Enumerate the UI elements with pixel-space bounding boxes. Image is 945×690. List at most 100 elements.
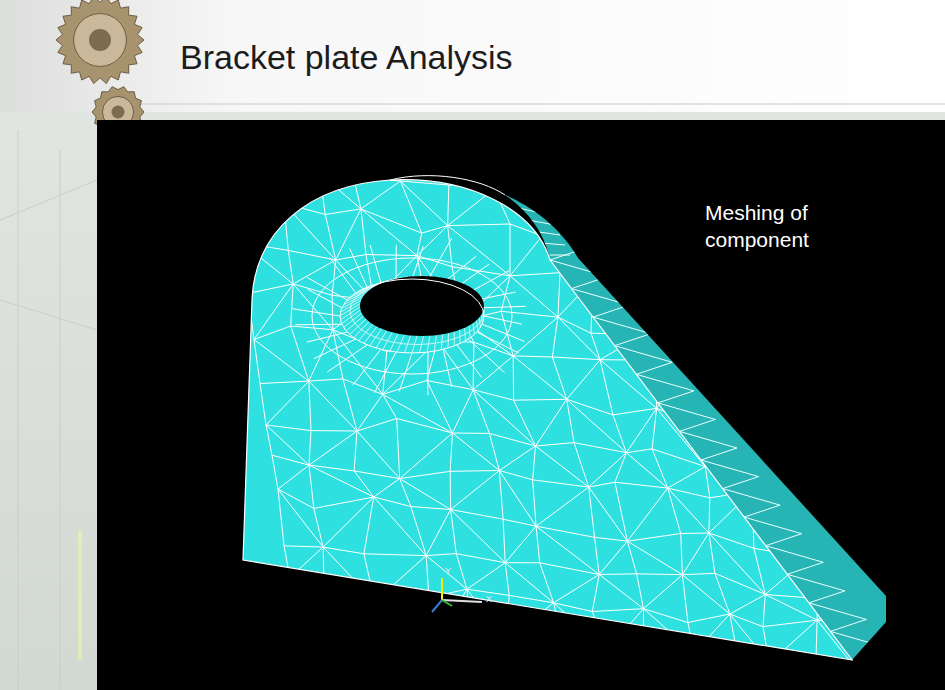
mesh-edge	[643, 335, 656, 361]
mesh-edge	[858, 626, 864, 671]
mesh-edge	[536, 526, 599, 574]
mesh-edge	[829, 671, 858, 690]
mesh-edge	[592, 575, 599, 612]
mesh-edge	[855, 548, 890, 601]
bracket-outline	[243, 180, 852, 660]
mesh-edge	[302, 663, 357, 690]
mesh-edge	[607, 650, 619, 690]
mesh-edge	[687, 330, 690, 362]
mesh-edge	[878, 461, 936, 476]
mesh-edge	[798, 436, 831, 456]
mesh-edge	[687, 361, 748, 418]
mesh-edge	[361, 209, 422, 233]
mesh-edge	[599, 573, 636, 575]
mesh-edge	[494, 189, 510, 224]
mesh-edge	[473, 356, 513, 390]
mesh-edge	[858, 671, 912, 681]
mesh-edge	[878, 461, 930, 511]
gear-hub	[74, 14, 127, 67]
mesh-edge	[897, 635, 945, 647]
mesh-edge	[780, 372, 797, 426]
mesh-edge	[613, 415, 627, 453]
mesh-edge	[309, 465, 314, 508]
mesh-edge	[448, 224, 510, 226]
mesh-edge	[477, 332, 519, 353]
mesh-edge	[790, 457, 798, 511]
mesh-edge	[451, 510, 457, 554]
mesh-edge	[426, 554, 456, 556]
mesh-edge	[412, 246, 423, 279]
mesh-edge	[890, 229, 934, 275]
mesh-edge	[436, 642, 470, 680]
mesh-edge	[350, 249, 367, 287]
mesh-edge	[679, 431, 737, 448]
mesh-edge	[361, 209, 417, 256]
mesh-edge	[574, 443, 589, 488]
mesh-edge	[540, 563, 554, 603]
mesh-edge	[290, 577, 296, 633]
mesh-edge	[230, 165, 274, 169]
mesh-edge	[308, 289, 342, 308]
mesh-edge	[920, 439, 945, 470]
mesh-edge	[843, 511, 890, 548]
mesh-edge	[754, 452, 798, 456]
mesh-edge	[775, 256, 804, 289]
mesh-edge	[314, 508, 323, 547]
mesh-edge	[554, 603, 607, 650]
mesh-edge	[396, 245, 397, 280]
mesh-edge	[658, 403, 716, 420]
mesh-edge	[688, 623, 694, 654]
mesh-edge	[785, 333, 810, 335]
mesh-edge	[302, 663, 308, 690]
mesh-edge	[890, 548, 945, 598]
mesh-edge	[489, 433, 499, 470]
mesh-edge	[878, 461, 897, 505]
mesh-edge	[452, 433, 489, 434]
mesh-edge	[357, 671, 382, 690]
mesh-edge	[628, 201, 668, 205]
mesh-edge	[808, 511, 843, 558]
mesh-edge	[510, 273, 560, 276]
mesh-edge	[831, 461, 878, 468]
mesh-edge	[756, 261, 775, 289]
mesh-edge	[644, 653, 695, 667]
mesh-edge	[748, 418, 797, 426]
mesh-edge	[452, 433, 499, 471]
mesh-edge	[469, 681, 518, 690]
mesh-edge	[533, 480, 537, 526]
mesh-edge	[721, 247, 775, 288]
mesh-edge	[769, 663, 815, 669]
mesh-edge	[692, 418, 748, 423]
mesh-edge	[694, 653, 748, 690]
mesh-edge	[550, 255, 570, 256]
mesh-edge	[591, 333, 600, 360]
mesh-edge	[748, 418, 754, 452]
mesh-edge	[878, 439, 920, 462]
mesh-edge	[798, 457, 832, 469]
mesh-edge	[681, 533, 709, 535]
mesh-edge	[600, 360, 657, 409]
mesh-edge	[501, 311, 558, 317]
mesh-edge	[397, 419, 400, 479]
mesh-edge	[284, 546, 290, 578]
mesh-edge	[730, 614, 770, 663]
mesh-edge	[513, 356, 552, 357]
mesh-edge	[469, 641, 505, 681]
mesh-edge	[514, 399, 567, 401]
mesh-edge	[780, 372, 831, 437]
mesh-edge	[694, 653, 740, 669]
mesh-edge	[830, 619, 866, 631]
mesh-edge	[810, 315, 866, 335]
mesh-edge	[450, 471, 451, 509]
mesh-edge	[448, 226, 510, 276]
slide-title: Bracket plate Analysis	[180, 38, 513, 77]
mesh-edge	[242, 243, 293, 284]
mesh-edge	[567, 399, 627, 452]
mesh-edge	[613, 408, 657, 415]
mesh-edge	[400, 471, 451, 478]
mesh-edge	[724, 289, 776, 341]
mesh-edge	[668, 488, 710, 498]
mesh-edge	[866, 315, 869, 351]
mesh-edge	[593, 254, 625, 281]
mesh-edge	[831, 428, 884, 436]
